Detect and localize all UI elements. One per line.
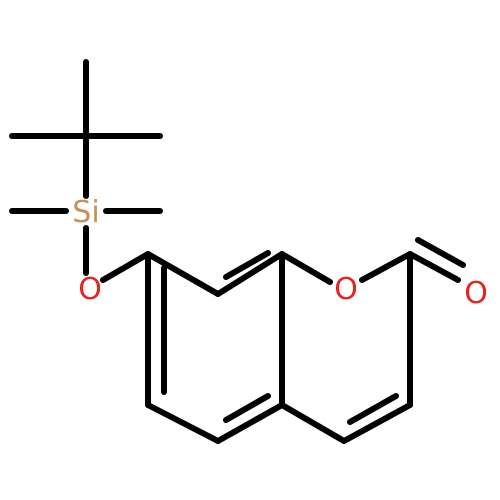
bond-c4a-c5 [215,402,285,444]
atom-labels: Si O O O [72,195,488,311]
bond-inner-c3-c4 [347,393,399,425]
ring-oxygen-atom-label: O [334,272,358,307]
bond-o-to-c7 [100,251,151,283]
bond-c8-c8a [215,251,285,297]
bond-c5-c6 [145,402,221,444]
bond-o1-c2 [359,251,413,283]
bond-c8a-o1 [279,251,333,285]
ether-oxygen-atom-label: O [78,272,102,307]
bond-lines [9,59,466,444]
bond-c2-carbonyl-b [415,237,466,268]
carbonyl-oxygen-atom-label: O [464,276,488,311]
bond-inner-c8-c8a [223,250,271,280]
bond-c3-c4 [341,402,413,444]
bond-inner-c4a-c5 [223,393,271,423]
silicon-atom-label: Si [72,195,99,230]
bond-c7-c8 [145,251,221,297]
bond-c4-c4a [279,402,347,444]
bond-c2-carbonyl-a [407,251,461,283]
